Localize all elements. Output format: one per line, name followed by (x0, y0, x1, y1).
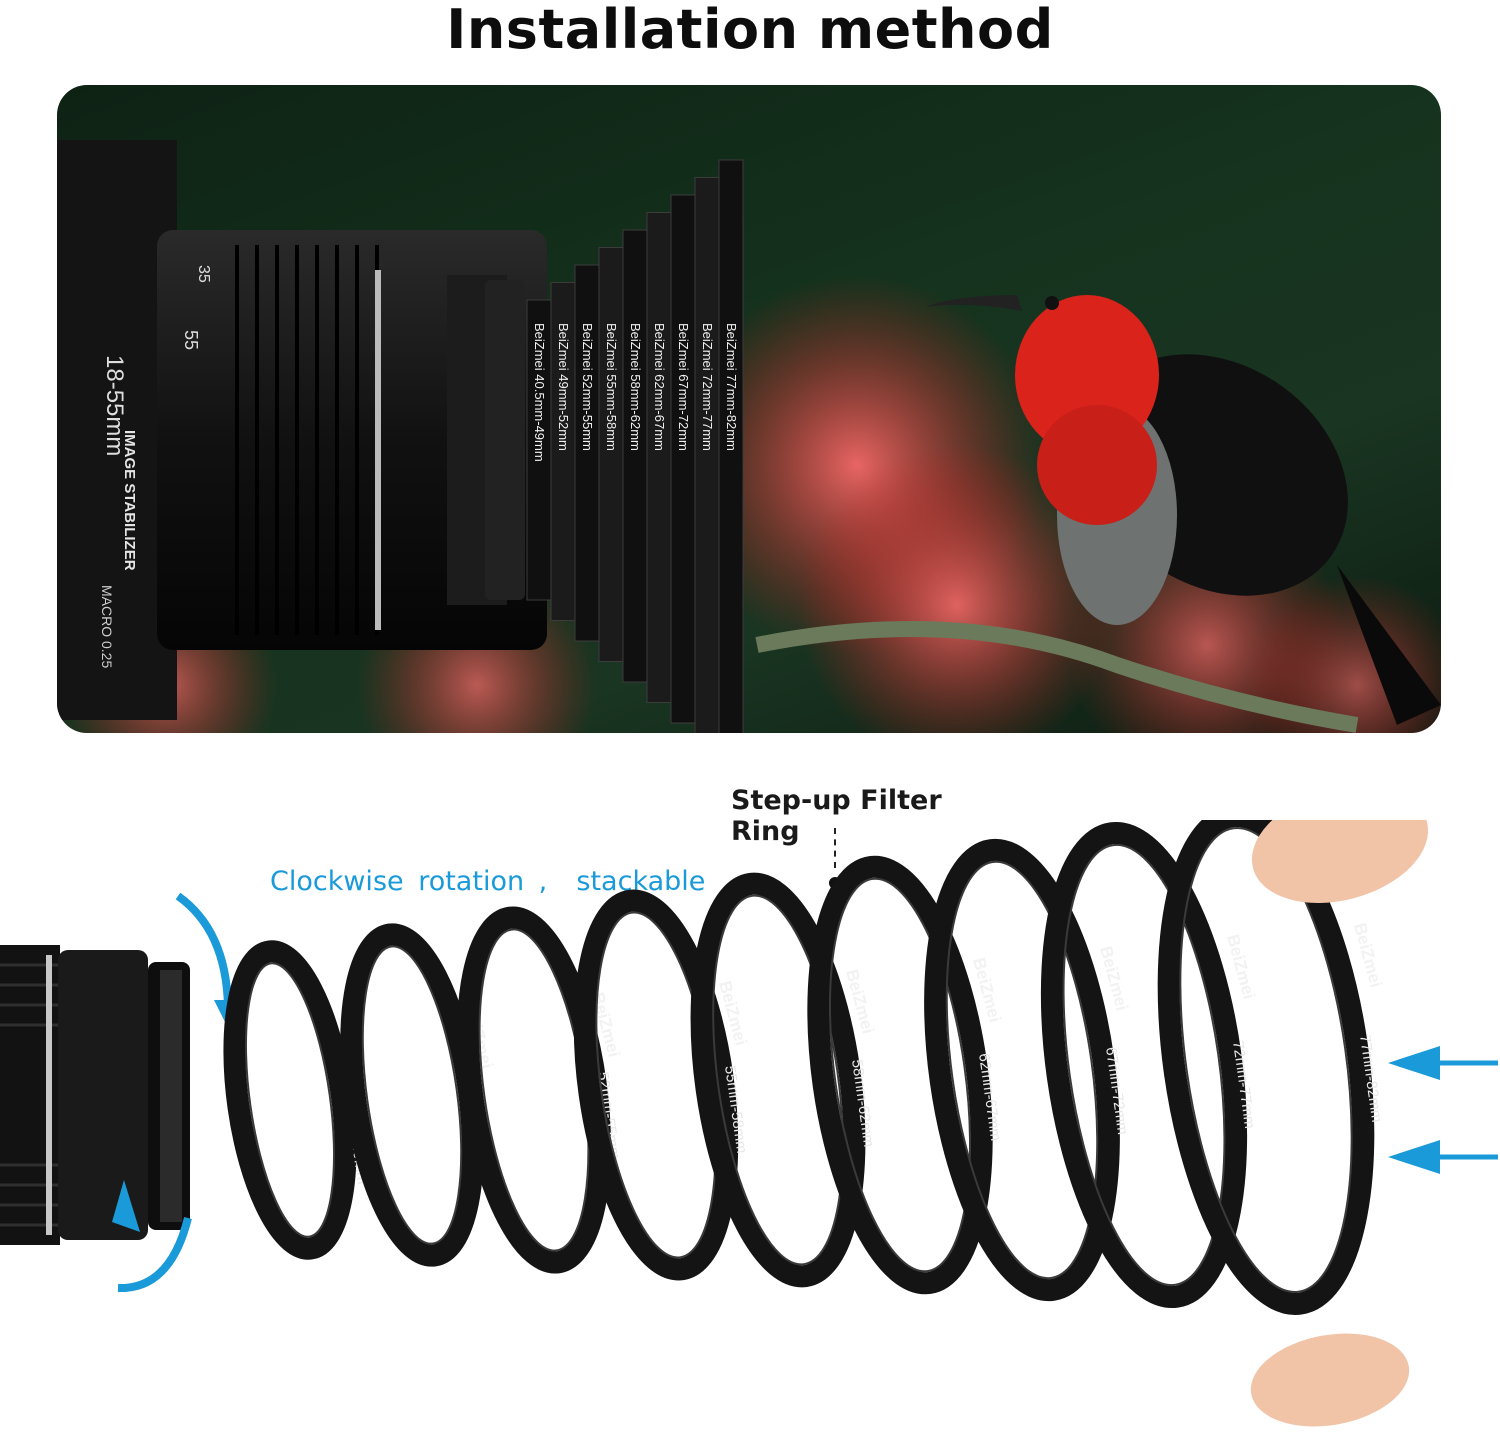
stacked-ring: BeiZmei 67mm-72mm (670, 194, 696, 724)
stacked-ring-label: BeiZmei 40.5mm-49mm (532, 323, 547, 462)
stacked-ring: BeiZmei 72mm-77mm (694, 177, 720, 733)
stacked-ring-label: BeiZmei 55mm-58mm (604, 323, 619, 451)
page-title: Installation method (446, 0, 1054, 61)
stacked-ring: BeiZmei 55mm-58mm (598, 247, 624, 662)
stacked-rings: BeiZmei 40.5mm-49mm BeiZmei 49mm-52mm BeiZ… (526, 159, 744, 733)
photo-illustration: BeiZmei 40.5mm-49mm BeiZmei 49mm-52mm BeiZ… (57, 140, 1441, 733)
push-arrow-bottom-icon (1388, 1140, 1498, 1174)
lens-side-view (0, 945, 190, 1245)
stacked-ring: BeiZmei 52mm-55mm (574, 264, 600, 642)
lens-macro-text: MACRO 0.25 (99, 585, 115, 668)
stacked-ring-label: BeiZmei 58mm-62mm (628, 323, 643, 451)
stacked-ring: BeiZmei 77mm-82mm (718, 159, 744, 733)
lens-stabilizer-text: IMAGE STABILIZER (121, 430, 138, 571)
camera-lens (57, 140, 547, 720)
stacked-ring-label: BeiZmei 49mm-52mm (556, 323, 571, 451)
push-arrow-top-icon (1388, 1046, 1498, 1080)
ring-lineup: BeiZmei40.5mm-49mmBeiZmei49mm-52mmBeiZme… (0, 820, 1498, 1427)
bird-image (925, 295, 1441, 725)
lens-focal-35: 35 (195, 265, 212, 283)
stacked-ring: BeiZmei 49mm-52mm (550, 282, 576, 621)
ring-brand-label: BeiZmei (1350, 921, 1385, 990)
stacked-ring-label: BeiZmei 52mm-55mm (580, 323, 595, 451)
stacked-ring: BeiZmei 58mm-62mm (622, 229, 648, 683)
stacked-ring-label: BeiZmei 72mm-77mm (700, 323, 715, 451)
callout-line (834, 828, 836, 868)
rotate-arrow-bottom-icon (112, 1180, 192, 1293)
installation-photo: BeiZmei 40.5mm-49mm BeiZmei 49mm-52mm BeiZ… (57, 85, 1441, 733)
stacked-ring-label: BeiZmei 67mm-72mm (676, 323, 691, 451)
lens-focal-55: 55 (181, 330, 201, 350)
fingers (1250, 820, 1429, 1427)
lens-focal-range: 18-55mm (101, 355, 128, 456)
stacked-ring: BeiZmei 40.5mm-49mm (526, 299, 552, 601)
callout-step-up-ring: Step-up Filter Ring (731, 785, 942, 847)
stacked-ring-label: BeiZmei 62mm-67mm (652, 323, 667, 451)
stacked-ring-label: BeiZmei 77mm-82mm (724, 323, 739, 451)
stacked-ring: BeiZmei 62mm-67mm (646, 212, 672, 703)
